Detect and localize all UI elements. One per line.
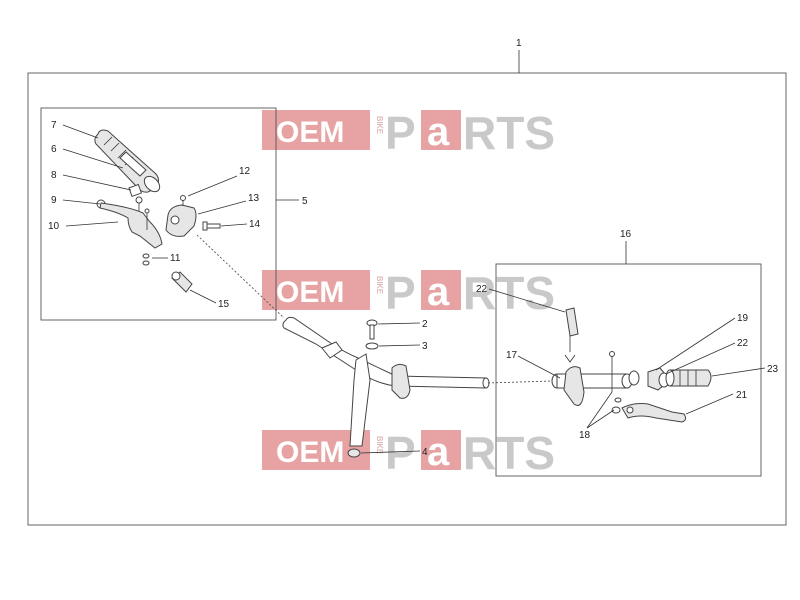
leader-10 [65,221,119,227]
washers [142,253,150,266]
svg-text:a: a [427,110,450,154]
callout-17: 17 [506,350,518,361]
callout-21: 21 [736,390,748,401]
leader-18b [586,409,615,429]
svg-text:BIKE: BIKE [375,116,384,134]
right-lever [621,403,687,423]
throttle-sleeve [119,151,147,177]
throttle-housing [165,204,197,237]
handlebar [282,316,490,389]
housing-screw-top [180,195,186,206]
callout-13: 13 [248,193,260,204]
svg-text:P: P [385,267,416,319]
right-small-parts [611,397,622,414]
callout-9: 9 [51,195,57,206]
leader-21 [685,393,734,415]
svg-text:OEM: OEM [276,276,344,309]
right-grip [665,369,712,387]
leader-2 [377,322,421,325]
callout-18: 18 [579,430,591,441]
small-clamp-part [128,183,143,198]
svg-text:BIKE: BIKE [375,436,384,454]
callout-4: 4 [422,447,428,458]
left-lever [96,199,163,249]
steering-stem [349,353,371,447]
leader-3 [378,344,421,347]
leader-22-ring [665,342,736,375]
watermark-top: OEM BIKE P a RTS [262,107,555,159]
callout-22-ring: 22 [737,338,749,349]
leader-12 [187,175,238,197]
callout-8: 8 [51,170,57,181]
stem-washer [365,342,379,350]
adjuster-part [171,271,193,293]
callout-14: 14 [249,219,261,230]
callout-15: 15 [218,299,230,310]
leader-23 [711,367,766,377]
callout-6: 6 [51,144,57,155]
watermark-middle: OEM BIKE P a RTS [262,267,555,319]
leader-13 [197,200,247,215]
leader-8 [62,174,132,191]
svg-text:OEM: OEM [276,436,344,469]
housing-screw-side [202,221,221,231]
assembly-dashed-line-left [196,234,285,319]
outer-frame [27,72,787,526]
svg-text:RTS: RTS [463,267,555,319]
svg-text:RTS: RTS [463,107,555,159]
leader-18a [586,391,613,429]
lever-bolt [144,208,150,230]
svg-text:BIKE: BIKE [375,276,384,294]
assembly-dashed-line-right [487,380,553,384]
leader-4 [360,450,421,454]
leader-9 [62,199,101,205]
right-detail-box [495,263,762,477]
svg-text:a: a [427,270,450,314]
leader-19 [655,317,736,371]
callout-7: 7 [51,120,57,131]
callout-12: 12 [239,166,251,177]
leader-17 [517,355,561,379]
svg-text:a: a [427,430,450,474]
callout-3: 3 [422,341,428,352]
left-detail-box [40,107,277,321]
svg-text:RTS: RTS [463,427,555,479]
callout-1: 1 [516,38,522,49]
callout-2: 2 [422,319,428,330]
callout-5: 5 [302,196,308,207]
watermark-bottom: OEM BIKE P a RTS [262,427,555,479]
stem-bolt [366,319,378,340]
stem-bushing [347,448,361,458]
callout-22-bracket: 22 [476,284,488,295]
callout-23: 23 [767,364,779,375]
leader-7 [62,124,99,139]
callout-10: 10 [48,221,60,232]
leader-15 [189,289,217,304]
svg-text:P: P [385,107,416,159]
leader-14 [220,223,248,227]
svg-text:P: P [385,427,416,479]
leader-22-bracket [488,288,566,313]
throttle-body [563,366,585,406]
svg-text:OEM: OEM [276,116,344,149]
callout-11: 11 [170,253,181,264]
lever-pivot-screw [135,196,143,212]
bar-riser-clamp [391,363,411,399]
bar-clamp-left [321,341,343,359]
cable-bracket [564,307,579,363]
right-screws [609,351,615,392]
leader-6 [62,148,124,169]
callout-19: 19 [737,313,749,324]
callout-16: 16 [620,229,632,240]
